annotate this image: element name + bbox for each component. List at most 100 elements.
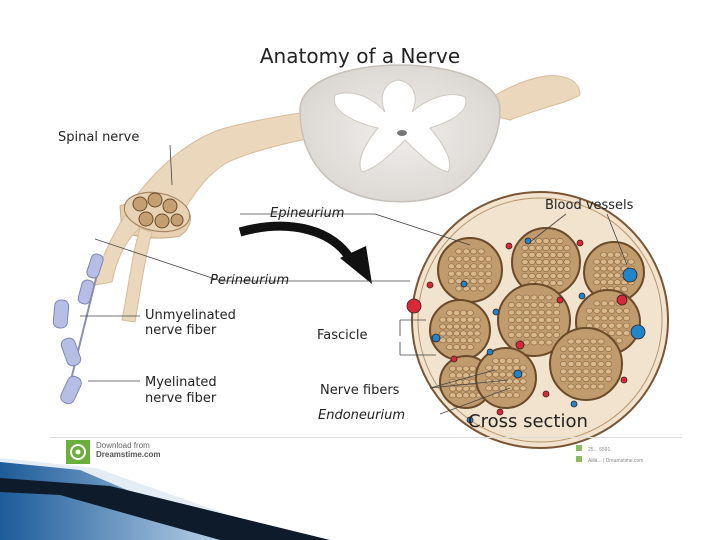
nerve-fiber [607, 258, 615, 265]
nerve-fiber [542, 259, 550, 265]
nerve-fiber [515, 317, 523, 323]
nerve-fiber [607, 251, 615, 258]
nerve-fiber [446, 309, 454, 316]
nerve-fiber [455, 263, 463, 270]
nerve-fiber [507, 302, 515, 308]
nerve-fiber [528, 259, 536, 265]
nerve-fiber [545, 317, 553, 323]
nerve-fiber [485, 263, 493, 270]
nerve-fiber [600, 272, 608, 279]
nerve-fiber [604, 376, 612, 382]
blood-vessel [630, 324, 646, 340]
nerve-fiber [470, 255, 478, 262]
nerve-fiber [466, 344, 474, 351]
nerve-fiber [552, 309, 560, 316]
nerve-fiber [449, 365, 457, 372]
nerve-fiber [521, 266, 529, 272]
nerve-fiber [549, 245, 557, 251]
nerve-fiber [505, 357, 513, 364]
nerve-fiber [597, 353, 605, 360]
nerve-fiber [477, 255, 485, 262]
nerve-fiber [574, 338, 582, 345]
nerve-fiber [446, 344, 454, 351]
nerve-fiber [615, 337, 623, 344]
nerve-fiber [519, 385, 527, 392]
fascicle [437, 237, 503, 303]
nerve-fiber [521, 252, 529, 258]
label-nerve-fibers: Nerve fibers [320, 383, 400, 398]
nerve-fiber [574, 353, 582, 360]
nerve-fiber [447, 278, 455, 285]
nerve-fiber [608, 315, 616, 322]
nerve-fiber [466, 337, 474, 344]
blood-vessel [431, 333, 441, 343]
nerve-fiber [499, 364, 507, 371]
label-myelinated-2: nerve fiber [145, 391, 217, 406]
nerve-fiber [507, 332, 515, 338]
nerve-fiber [470, 270, 478, 277]
nerve-fiber [528, 252, 536, 258]
credit-line: Alila... | Dreamstime.com [588, 458, 644, 464]
nerve-fiber [549, 273, 557, 279]
blood-vessel [578, 292, 586, 300]
spinal-cord [299, 64, 501, 203]
nerve-fiber [582, 353, 590, 360]
nerve-fiber [556, 280, 564, 286]
nerve-fiber [512, 385, 520, 392]
nerve-fiber [535, 252, 543, 258]
nerve-fiber [447, 263, 455, 270]
nerve-fiber [589, 346, 597, 352]
nerve-fiber [466, 330, 474, 337]
nerve-fiber [477, 270, 485, 277]
nerve-fiber [492, 357, 500, 364]
nerve-fiber [593, 315, 601, 322]
nerve-fiber [537, 332, 545, 338]
nerve-fiber [462, 263, 470, 270]
nerve-fiber [449, 372, 457, 379]
label-blood-vessels: Blood vessels [545, 198, 634, 213]
nerve-fiber [477, 285, 485, 292]
nerve-fiber [453, 330, 461, 337]
nerve-fiber [505, 392, 513, 399]
nerve-fiber [453, 337, 461, 344]
nerve-fiber [542, 245, 550, 251]
nerve-fiber [559, 346, 567, 352]
nerve-fiber [455, 385, 463, 392]
nerve-fiber [563, 252, 571, 258]
nerve-fiber [556, 252, 564, 258]
nerve-fiber [620, 286, 628, 293]
nerve-fiber [492, 371, 500, 378]
nerve-fiber [574, 376, 582, 382]
nerve-fiber [459, 309, 467, 316]
nerve-fiber [574, 361, 582, 367]
nerve-fiber [485, 255, 493, 262]
nerve-fiber [552, 317, 560, 323]
nerve-fiber [589, 383, 597, 390]
nerve-fiber [597, 383, 605, 390]
label-cross-section: Cross section [468, 411, 588, 432]
nerve-fiber [522, 309, 530, 316]
nerve-fiber [521, 245, 529, 251]
blood-vessel [426, 281, 434, 289]
nerve-fiber [462, 385, 470, 392]
nerve-fiber [574, 346, 582, 352]
label-epineurium: Epineurium [270, 206, 345, 221]
blood-vessel [556, 296, 564, 304]
nerve-fiber [549, 259, 557, 265]
nerve-fiber [459, 316, 467, 323]
nerve-fiber [567, 338, 575, 345]
nerve-fiber [459, 323, 467, 330]
nerve-fiber [469, 385, 477, 392]
nerve-fiber [485, 364, 493, 371]
nerve-fiber [585, 307, 593, 314]
nerve-fiber [462, 392, 470, 399]
nerve-fiber [466, 309, 474, 316]
nerve-fiber [593, 265, 601, 272]
nerve-fiber [492, 364, 500, 371]
nerve-fiber [597, 361, 605, 367]
nerve-fiber [537, 309, 545, 316]
nerve-fiber [613, 251, 621, 258]
nerve-fiber [485, 385, 493, 392]
nerve-fiber [455, 285, 463, 292]
